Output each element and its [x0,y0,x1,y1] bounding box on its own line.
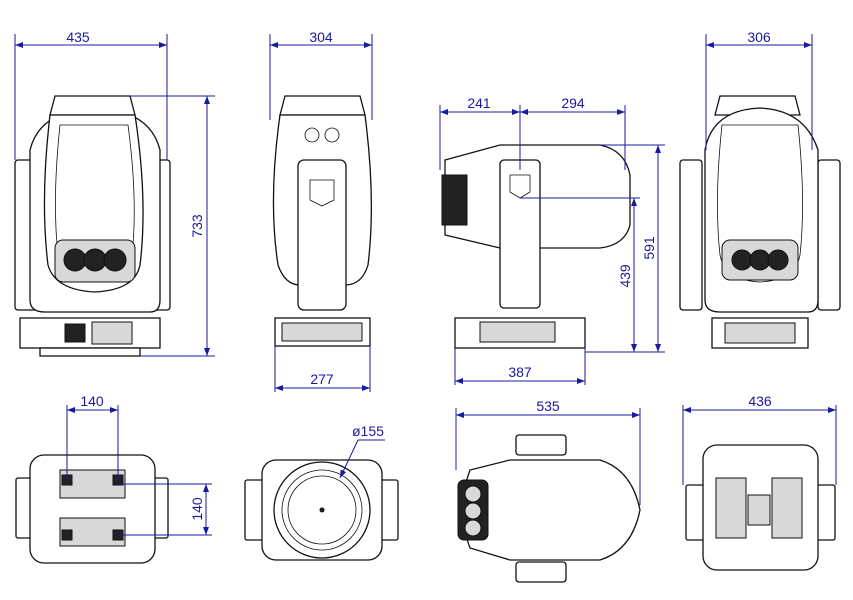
front-height-label: 733 [189,214,205,238]
underside-view: 436 [682,393,837,571]
side-view: 304 277 [269,29,373,392]
front-width-label: 435 [66,29,90,45]
profile-height-mid-label: 439 [617,264,633,288]
front-view: 435 733 [14,29,215,357]
top-view: 535 [455,398,641,583]
top-length-label: 535 [536,398,560,414]
rear-width-label: 306 [747,29,771,45]
top-width-label: 436 [748,393,772,409]
profile-base-label: 387 [508,364,532,380]
side-base-label: 277 [310,371,334,387]
bottom-view: 140 140 [15,393,212,564]
side-top-label: 304 [309,29,333,45]
lens-diameter-label: ø155 [352,423,384,439]
profile-view: 241 294 591 439 387 [439,95,665,385]
profile-left-label: 241 [467,95,491,111]
bottom-spacing-h-label: 140 [80,393,104,409]
profile-right-label: 294 [561,95,585,111]
rear-view: 306 [679,29,841,349]
lens-view: ø155 [244,423,399,561]
bottom-spacing-v-label: 140 [189,497,205,521]
profile-height-full-label: 591 [641,236,657,260]
